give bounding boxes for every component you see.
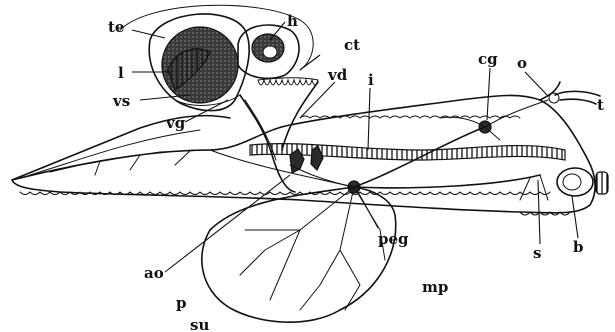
label-vg: vg bbox=[165, 114, 186, 132]
label-i: i bbox=[368, 71, 374, 89]
label-vd: vd bbox=[327, 66, 348, 84]
label-peg: peg bbox=[378, 230, 409, 248]
label-mp: mp bbox=[422, 278, 448, 296]
label-ct: ct bbox=[344, 36, 360, 54]
label-l: l bbox=[118, 64, 124, 82]
label-cg: cg bbox=[478, 50, 498, 68]
label-su: su bbox=[190, 316, 209, 332]
label-p: p bbox=[176, 294, 187, 312]
visceral-mass bbox=[120, 5, 313, 110]
label-vs: vs bbox=[112, 92, 130, 110]
label-ao: ao bbox=[144, 264, 164, 282]
label-b: b bbox=[573, 238, 584, 256]
label-te: te bbox=[108, 18, 124, 36]
label-s: s bbox=[533, 244, 541, 262]
label-o: o bbox=[517, 54, 527, 72]
tail-region bbox=[12, 116, 230, 180]
vessels bbox=[240, 82, 323, 192]
ctenidium bbox=[258, 78, 318, 85]
label-t: t bbox=[597, 96, 604, 114]
label-h: h bbox=[287, 12, 298, 30]
